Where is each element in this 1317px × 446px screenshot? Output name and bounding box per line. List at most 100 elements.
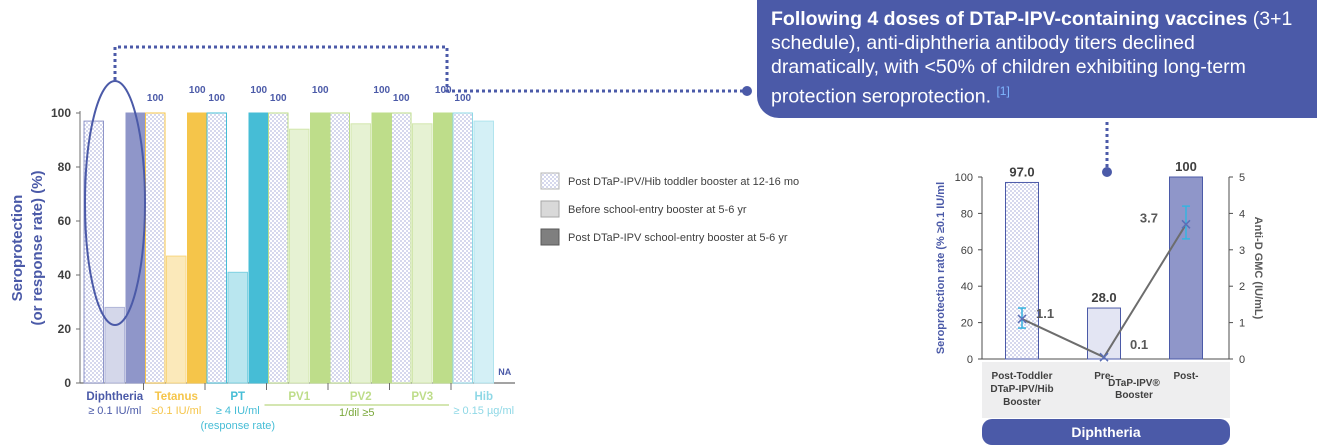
- bar-PV1-2: [310, 112, 331, 384]
- y-tick-label: 80: [961, 208, 973, 220]
- diphtheria-banner: [982, 419, 1230, 445]
- y-tick-label: 80: [58, 160, 72, 174]
- y-tick-label: 100: [955, 172, 973, 184]
- category-label: Post-Toddler: [992, 371, 1053, 382]
- legend-label: Before school-entry booster at 5-6 yr: [568, 204, 747, 216]
- legend-swatch: [540, 172, 560, 190]
- group-sublabel: ≥ 0.1 IU/ml: [88, 405, 141, 417]
- data-label: 100: [435, 85, 452, 96]
- bar-Tetanus-0: [145, 112, 166, 384]
- y-tick-label: 100: [51, 106, 71, 120]
- bar-PT-1: [227, 271, 248, 384]
- y-tick-label: 20: [58, 322, 72, 336]
- data-label: 100: [189, 85, 206, 96]
- y-axis-label: Seroprotection: [9, 195, 26, 302]
- data-label: 100: [312, 85, 329, 96]
- legend-swatch: [540, 200, 560, 218]
- group-label: Tetanus: [155, 391, 198, 403]
- group-label: PV1: [288, 391, 310, 403]
- shared-category-label: DTaP-IPV®: [1108, 378, 1160, 389]
- data-label: 100: [208, 93, 225, 104]
- pv-sublabel: 1/dil ≥5: [339, 407, 374, 419]
- group-label: Hib: [474, 391, 493, 403]
- bar-Hib-0: [452, 112, 473, 384]
- legend-swatch: [540, 228, 560, 246]
- y2-tick-label: 5: [1239, 172, 1245, 184]
- group-sublabel: ≥0.1 IU/ml: [151, 405, 201, 417]
- group-label: PV3: [411, 391, 433, 403]
- y-tick-label: 20: [961, 318, 973, 330]
- y2-tick-label: 3: [1239, 245, 1245, 257]
- bar-PV3-2: [433, 112, 454, 384]
- data-label: 100: [373, 85, 390, 96]
- category-footer-bg: [982, 362, 1230, 418]
- y2-tick-label: 4: [1239, 208, 1245, 220]
- y2-tick-label: 1: [1239, 318, 1245, 330]
- reference-marker[interactable]: [1]: [996, 84, 1010, 98]
- bar-Tetanus-1: [166, 255, 187, 384]
- highlight-ellipse: [84, 80, 146, 326]
- bar-PV1-0: [268, 112, 289, 384]
- bar-value-label: 28.0: [1091, 290, 1116, 305]
- bar-PV3-1: [412, 123, 433, 384]
- bar-PV3-0: [391, 112, 412, 384]
- connector-dot: [1102, 167, 1112, 177]
- y-axis-label: (or response rate) (%): [29, 170, 46, 325]
- connector-dot: [742, 86, 752, 96]
- y-tick-label: 60: [58, 214, 72, 228]
- category-label: DTaP-IPV/Hib: [990, 384, 1053, 395]
- bar-PV1-1: [289, 128, 310, 384]
- bar-2: [1169, 176, 1203, 360]
- y2-tick-label: 2: [1239, 281, 1245, 293]
- callout-text: (3+1 schedule), anti-diphtheria antibody…: [771, 8, 1293, 108]
- legend-label: Post DTaP-IPV school-entry booster at 5-…: [568, 232, 788, 244]
- y2-tick-label: 0: [1239, 354, 1245, 366]
- group-sublabel: ≥ 4 IU/ml: [216, 405, 260, 417]
- dotted-connector: [113, 45, 746, 93]
- bar-value-label: 97.0: [1009, 164, 1034, 179]
- gmc-point: [1017, 314, 1027, 324]
- y-tick-label: 40: [961, 281, 973, 293]
- group-label: PT: [230, 391, 245, 403]
- y-tick-label: 40: [58, 268, 72, 282]
- legend-label: Post DTaP-IPV/Hib toddler booster at 12-…: [568, 176, 799, 188]
- category-label: Post-: [1174, 371, 1199, 382]
- gmc-value-label: 1.1: [1036, 306, 1054, 321]
- data-label: 100: [454, 93, 471, 104]
- bar-PT-2: [248, 112, 269, 384]
- connectors: [113, 45, 1112, 177]
- bar-PT-0: [206, 112, 227, 384]
- y2-axis-label: Anti-D GMC (IU/mL): [1252, 217, 1264, 320]
- bar-0: [1005, 181, 1039, 360]
- y-axis-label: Seroprotection rate (% ≥0.1 IU/ml: [935, 182, 947, 354]
- gmc-value-label: 3.7: [1140, 210, 1158, 225]
- y-tick-label: 0: [967, 354, 973, 366]
- callout-box: Following 4 doses of DTaP-IPV-containing…: [757, 0, 1317, 118]
- y-tick-label: 0: [64, 376, 71, 390]
- gmc-value-label: 0.1: [1130, 337, 1148, 352]
- category-label: Booster: [1003, 397, 1041, 408]
- y-tick-label: 60: [961, 245, 973, 257]
- bar-PV2-1: [350, 123, 371, 384]
- gmc-point: [1181, 219, 1191, 229]
- group-label: PV2: [350, 391, 372, 403]
- bar-Tetanus-2: [187, 112, 208, 384]
- diphtheria-banner-label: Diphtheria: [1071, 424, 1140, 440]
- callout-bold-text: Following 4 doses of DTaP-IPV-containing…: [771, 8, 1248, 30]
- group-sublabel: ≥ 0.15 µg/ml: [453, 405, 514, 417]
- group-sublabel: (response rate): [200, 420, 275, 432]
- data-label: 100: [147, 93, 164, 104]
- data-label: 100: [393, 93, 410, 104]
- shared-category-label: Booster: [1115, 390, 1153, 401]
- category-label: Pre-: [1094, 371, 1113, 382]
- bar-Hib-1: [473, 120, 494, 384]
- na-label: NA: [498, 367, 511, 377]
- bar-value-label: 100: [1175, 159, 1197, 174]
- data-label: 100: [270, 93, 287, 104]
- bar-PV2-2: [371, 112, 392, 384]
- group-label: Diphtheria: [86, 391, 143, 403]
- data-label: 100: [250, 85, 267, 96]
